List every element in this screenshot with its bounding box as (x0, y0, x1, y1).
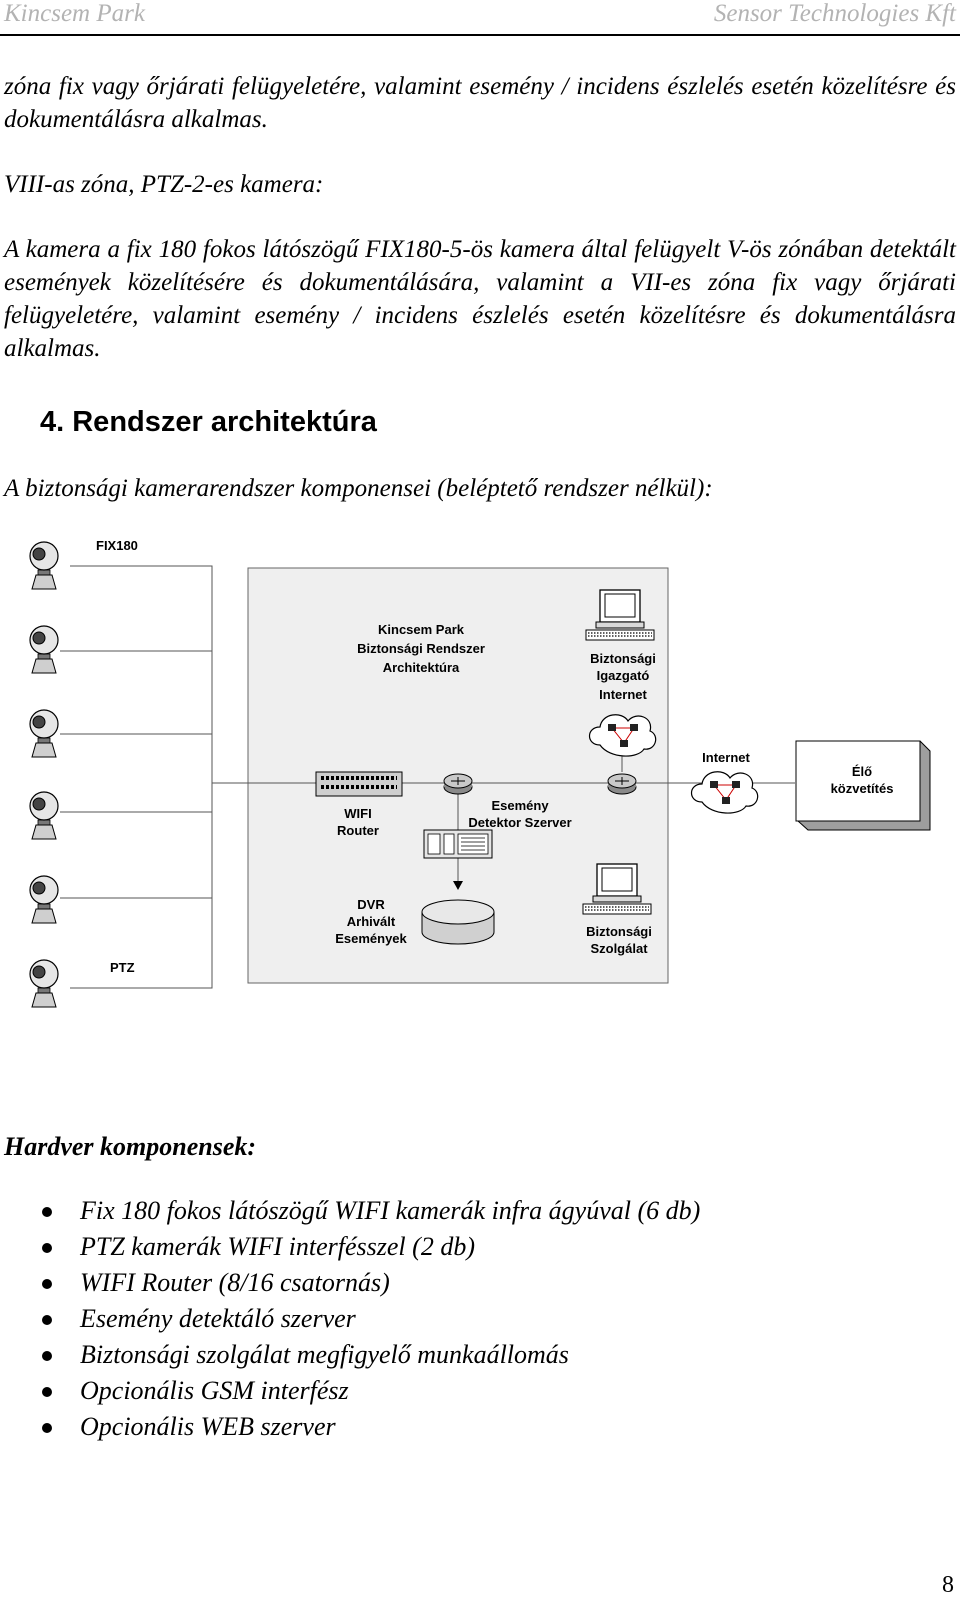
bullet-icon (42, 1279, 52, 1289)
svg-text:Igazgató: Igazgató (597, 668, 650, 683)
bullet-icon (42, 1387, 52, 1397)
svg-text:WIFI: WIFI (344, 806, 371, 821)
svg-text:Router: Router (337, 823, 379, 838)
list-item: Fix 180 fokos látószögű WIFI kamerák inf… (0, 1193, 700, 1229)
section-title: 4. Rendszer architektúra (40, 406, 377, 438)
router-switch-icon (315, 771, 403, 797)
hardware-list: Fix 180 fokos látószögű WIFI kamerák inf… (0, 1193, 700, 1445)
event-server-label: Esemény Detektor Szerver (468, 798, 571, 830)
wifi-router-label: WIFI Router (337, 806, 379, 838)
intro-text: A biztonsági kamerarendszer komponensei … (4, 475, 713, 502)
svg-text:Élő: Élő (852, 764, 872, 779)
svg-text:Biztonsági: Biztonsági (590, 651, 656, 666)
camera-icon (29, 709, 59, 758)
diagram-title: Kincsem Park Biztonsági Rendszer Archite… (357, 622, 485, 675)
list-item: Opcionális GSM interfész (0, 1373, 700, 1409)
router-icon (443, 773, 473, 795)
svg-text:Architektúra: Architektúra (383, 660, 460, 675)
list-item: Esemény detektáló szerver (0, 1301, 700, 1337)
svg-text:közvetítés: közvetítés (831, 781, 894, 796)
fix180-label: FIX180 (96, 540, 138, 553)
paragraph-1: zóna fix vagy őrjárati felügyeletére, va… (4, 73, 956, 133)
page-header: Kincsem Park Sensor Technologies Kft (0, 0, 960, 36)
svg-text:Biztonsági: Biztonsági (586, 924, 652, 939)
bullet-icon (42, 1243, 52, 1253)
hardware-title: Hardver komponensek: (4, 1132, 257, 1161)
camera-icon (29, 541, 59, 590)
subheading-ptz2: VIII-as zóna, PTZ-2-es kamera: (4, 171, 324, 198)
bullet-icon (42, 1351, 52, 1361)
bullet-icon (42, 1315, 52, 1325)
svg-text:Biztonsági Rendszer: Biztonsági Rendszer (357, 641, 485, 656)
internet-label: Internet (702, 750, 750, 765)
live-broadcast-box: Élő közvetítés (795, 740, 931, 831)
page-number: 8 (942, 1572, 954, 1598)
header-right: Sensor Technologies Kft (713, 0, 956, 27)
bullet-icon (42, 1207, 52, 1217)
dvr-label: DVR Arhivált Események (335, 897, 407, 946)
camera-icon (29, 625, 59, 674)
camera-icon (29, 959, 59, 1008)
camera-icon (29, 875, 59, 924)
svg-text:DVR: DVR (357, 897, 385, 912)
router-icon (607, 773, 637, 795)
director-label: Biztonsági Igazgató Internet (590, 651, 656, 702)
header-left: Kincsem Park (4, 0, 145, 27)
svg-text:Detektor Szerver: Detektor Szerver (468, 815, 571, 830)
list-item: Biztonsági szolgálat megfigyelő munkaáll… (0, 1337, 700, 1373)
list-item: Opcionális WEB szerver (0, 1409, 700, 1445)
server-icon (423, 829, 493, 859)
cloud-icon (690, 771, 759, 814)
paragraph-2: A kamera a fix 180 fokos látószögű FIX18… (4, 236, 956, 362)
camera-icon (29, 791, 59, 840)
list-item: PTZ kamerák WIFI interfésszel (2 db) (0, 1229, 700, 1265)
security-label: Biztonsági Szolgálat (586, 924, 652, 956)
svg-text:Kincsem Park: Kincsem Park (378, 622, 465, 637)
dvr-storage-icon (421, 899, 495, 945)
svg-text:Esemény: Esemény (491, 798, 549, 813)
svg-text:Események: Események (335, 931, 407, 946)
list-item: WIFI Router (8/16 csatornás) (0, 1265, 700, 1301)
bullet-icon (42, 1423, 52, 1433)
architecture-diagram: FIX180 PTZ Kincsem Park Biztonsági Rends… (29, 540, 931, 1008)
ptz-label: PTZ (110, 960, 135, 975)
svg-text:Szolgálat: Szolgálat (590, 941, 648, 956)
svg-text:Arhivált: Arhivált (347, 914, 396, 929)
svg-text:Internet: Internet (599, 687, 647, 702)
